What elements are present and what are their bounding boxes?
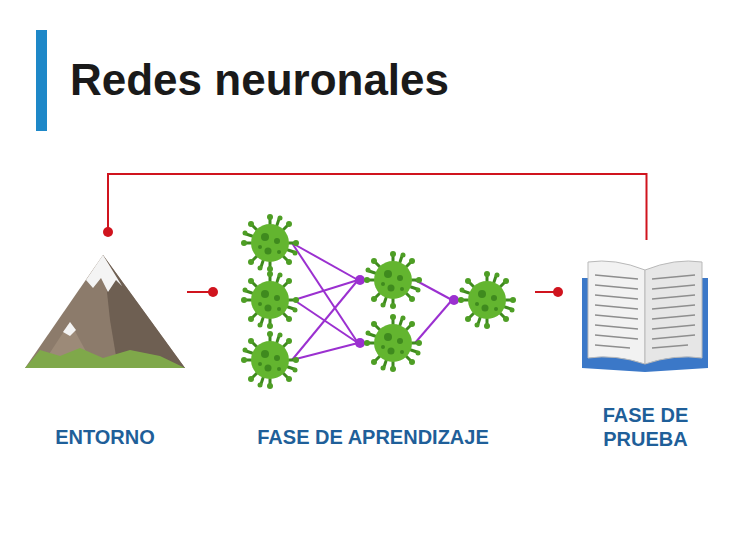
phase-node: ENTORNO bbox=[25, 234, 185, 449]
network-illustration bbox=[241, 214, 516, 389]
phase-node: FASE DE PRUEBA bbox=[558, 240, 733, 451]
phase-label: FASE DE PRUEBA bbox=[591, 403, 701, 451]
diagram-title: Redes neuronales bbox=[70, 52, 449, 108]
flow-connector bbox=[187, 287, 218, 297]
book-icon bbox=[582, 261, 708, 372]
flow-connector bbox=[103, 174, 647, 240]
flow-connector bbox=[535, 287, 563, 297]
phase-node: FASE DE APRENDIZAJE bbox=[213, 215, 533, 449]
title-bar bbox=[36, 30, 47, 131]
phase-label: FASE DE APRENDIZAJE bbox=[223, 425, 523, 449]
mountain-icon bbox=[25, 255, 185, 368]
phase-label: ENTORNO bbox=[30, 425, 180, 449]
